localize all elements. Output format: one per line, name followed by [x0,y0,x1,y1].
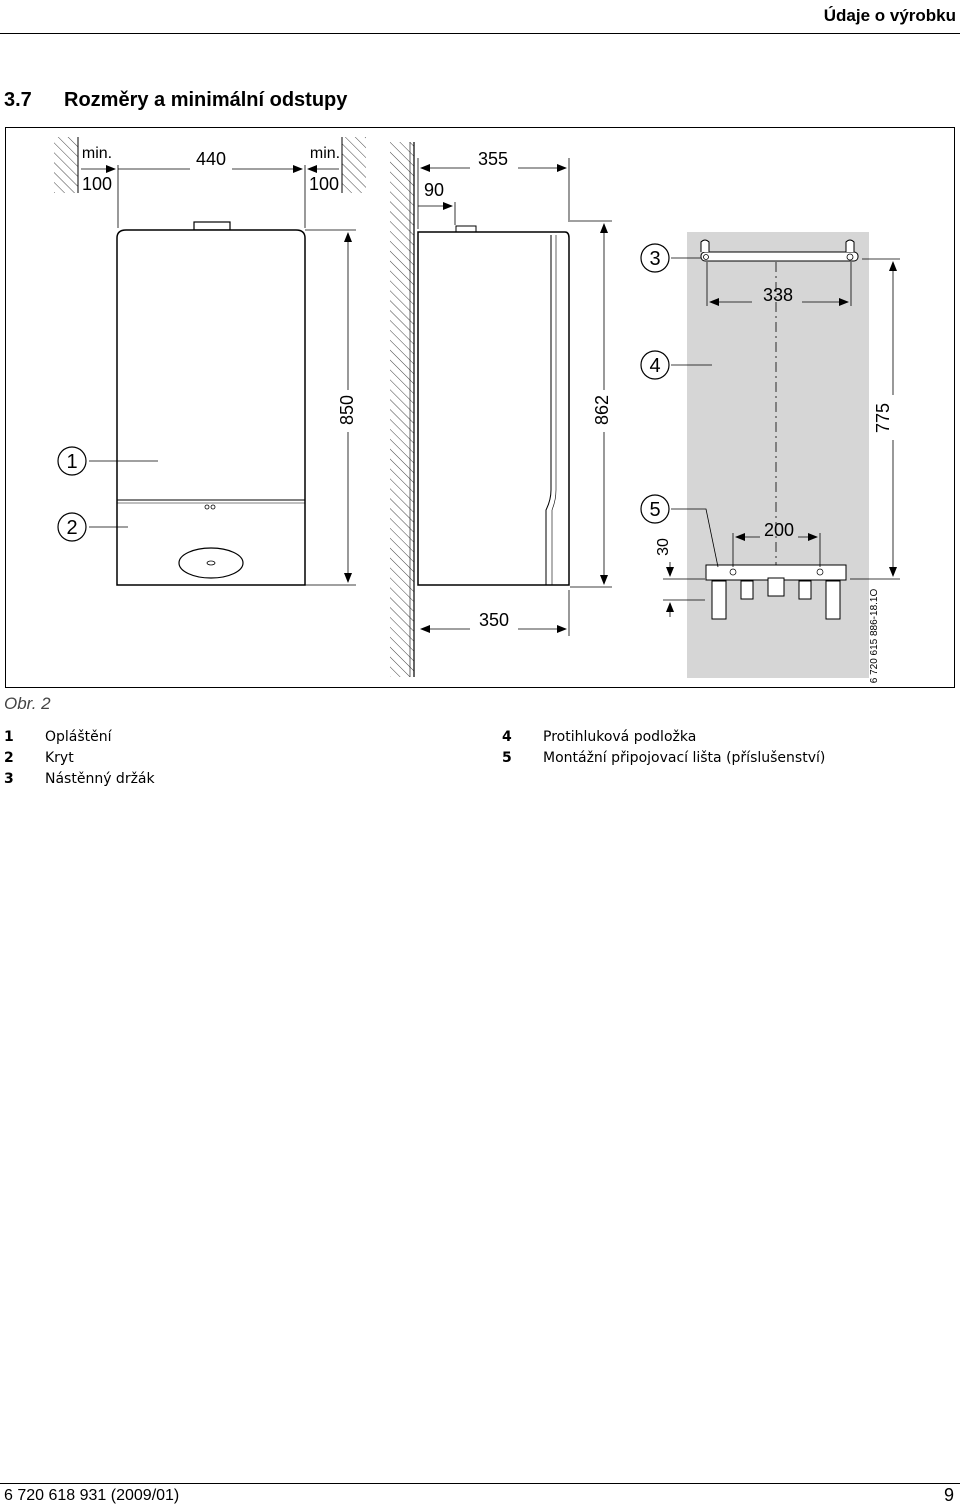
callout-2-label: 2 [66,517,77,539]
dim-offset-90: 90 [424,180,444,200]
callout-1-label: 1 [66,451,77,473]
dim-min-left-value: 100 [82,174,112,194]
dim-depth-350: 350 [479,610,509,630]
legend-text: Montážní připojovací lišta (příslušenstv… [543,750,826,766]
callout-1 [57,446,87,476]
led-icon [204,504,210,510]
legend-text: Opláštění [45,729,112,745]
side-view [390,142,612,677]
valve-2 [740,580,754,600]
callout-3-label: 3 [649,248,660,270]
wall-hatch-left [54,137,78,193]
dim-rail-200: 200 [764,520,794,540]
section-title: Rozměry a minimální odstupy [64,89,348,111]
callout-4-label: 4 [649,355,660,377]
dim-holder-338: 338 [763,285,793,305]
legend-number: 5 [502,750,512,766]
legend-number: 2 [4,750,14,766]
legend-item: 1 Opláštění [4,727,155,748]
figure-code: 6 720 615 886-18.1O [869,589,880,684]
boiler-top-connector [193,221,231,231]
valve-4 [798,580,812,600]
header-divider [0,33,960,34]
legend-number: 3 [4,771,14,787]
dim-height-862: 862 [592,395,612,425]
header-title: Údaje o výrobku [823,6,956,25]
dimension-drawing: min. 100 440 min. 100 355 90 850 862 350… [54,137,900,684]
mounting-view [640,232,900,678]
dim-min-right-value: 100 [309,174,339,194]
valve-3 [767,577,785,597]
document-code: 6 720 618 931 (2009/01) [4,1487,180,1504]
valve-1 [711,580,727,620]
legend-left: 1 Opláštění 2 Kryt 3 Nástěnný držák [4,727,155,790]
legend-number: 4 [502,729,512,745]
legend-text: Protihluková podložka [543,729,697,745]
legend-item: 3 Nástěnný držák [4,769,155,790]
boiler-side [417,231,570,586]
legend-item: 2 Kryt [4,748,155,769]
legend-text: Nástěnný držák [45,771,155,787]
dim-offset-30: 30 [655,538,672,556]
dim-min-left-label: min. [82,145,112,162]
legend-right: 4 Protihluková podložka 5 Montážní připojo… [502,727,825,769]
dim-height-850: 850 [337,395,357,425]
section-heading: 3.7 Rozměry a minimální odstupy [4,89,347,112]
callout-3 [640,243,670,273]
display-knob [178,547,244,579]
callout-5 [640,494,670,524]
figure-frame [5,127,955,688]
page-number: 9 [943,1485,954,1505]
legend-number: 1 [4,729,14,745]
dim-height-775: 775 [873,403,893,433]
front-view [54,137,366,586]
footer-divider [0,1483,960,1484]
callout-4 [640,350,670,380]
legend-item: 5 Montážní připojovací lišta (příslušenst… [502,748,825,769]
wall-bracket [700,251,859,262]
dim-width-440: 440 [196,149,226,169]
callout-2 [57,512,87,542]
legend-text: Kryt [45,750,74,766]
callout-5-label: 5 [649,499,660,521]
legend-item: 4 Protihluková podložka [502,727,825,748]
wall-hatch-right [342,137,366,193]
wall-hatch-side [390,142,414,677]
boiler-casing [116,229,306,586]
section-number: 3.7 [4,89,32,111]
figure-label: Obr. 2 [4,694,51,713]
dim-depth-355: 355 [478,149,508,169]
valve-5 [825,580,841,620]
dim-min-right-label: min. [310,145,340,162]
